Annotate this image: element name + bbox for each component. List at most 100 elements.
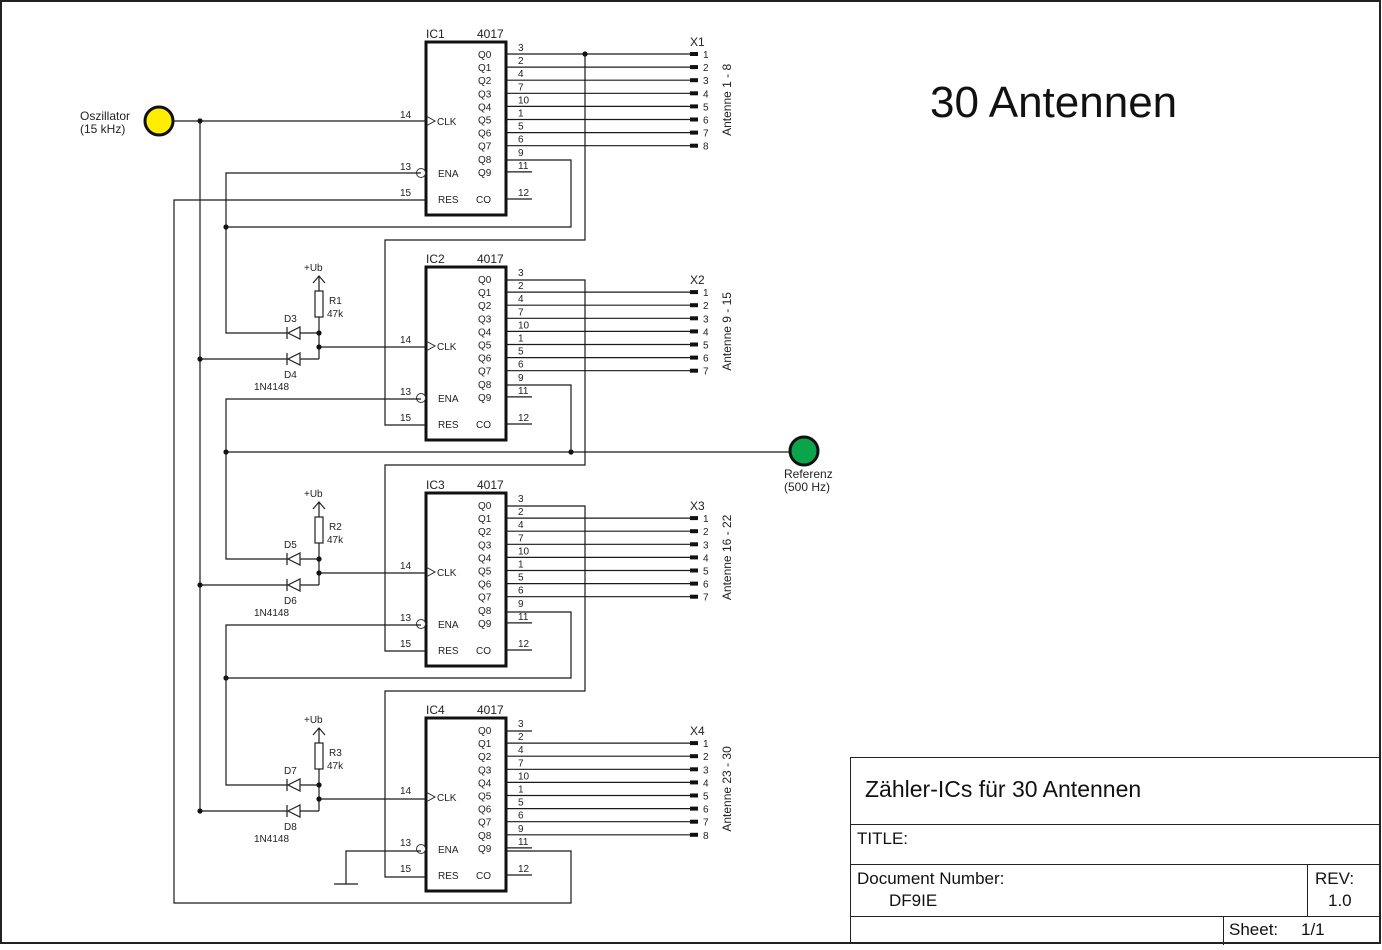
pin-name-q3: Q3 (478, 765, 492, 776)
pin-number: 12 (518, 639, 530, 650)
connector-pin-number: 7 (703, 593, 709, 604)
pin-number: 6 (518, 135, 524, 146)
pin-number: 14 (400, 110, 412, 121)
pin-number: 3 (518, 43, 524, 54)
diode-reference: D6 (284, 596, 297, 607)
reset-bus (173, 199, 572, 904)
connector-pin (690, 581, 698, 586)
antenna-group-label: Antenne 1 - 8 (720, 64, 734, 136)
resistor-icon (314, 516, 324, 544)
connector-pin-number: 4 (703, 89, 709, 100)
clock-triangle-icon (425, 340, 437, 352)
pin-name-q7: Q7 (478, 367, 492, 378)
connector-pin-number: 1 (703, 50, 709, 61)
pin-name-q5: Q5 (478, 792, 492, 803)
pin-name-ena: ENA (438, 620, 459, 631)
pin-name-q8: Q8 (478, 606, 492, 617)
diode-icon (286, 326, 301, 340)
document-row: Document Number: DF9IE REV: 1.0 (851, 864, 1381, 917)
inverting-bubble-icon (416, 393, 426, 403)
pin-number: 13 (400, 162, 412, 173)
ic4-ena-ground (345, 850, 421, 884)
pin-number: 15 (400, 864, 412, 875)
connector-pin (690, 568, 698, 573)
doc-number-value: DF9IE (889, 891, 938, 910)
connector-pin (690, 542, 698, 547)
ic-ic2-body (424, 265, 508, 442)
pin-number: 10 (518, 771, 530, 782)
connector-pin-number: 5 (703, 341, 709, 352)
connector-pin (690, 303, 698, 308)
pin-number: 9 (518, 373, 524, 384)
diode-icon (286, 578, 301, 592)
ic3-ena-line (225, 624, 421, 786)
pin-name-res: RES (438, 195, 459, 206)
pin-number: 11 (518, 837, 529, 848)
connector-pin-number: 6 (703, 116, 709, 127)
connector-pin (690, 793, 698, 798)
resistor-value: 47k (327, 761, 344, 772)
title-block: Zähler-ICs für 30 Antennen TITLE: Docume… (850, 757, 1381, 945)
pin-name-q9: Q9 (478, 844, 492, 855)
connector-pin (690, 130, 698, 135)
connector-pin (690, 91, 698, 96)
connector-pin (690, 52, 698, 56)
pin-number: 9 (518, 148, 524, 159)
connector-pin-number: 4 (703, 327, 709, 338)
resistor-reference: R2 (329, 522, 342, 533)
pin-name-q0: Q0 (478, 501, 492, 512)
pin-number: 2 (518, 732, 524, 743)
reference-label: Referenz (784, 467, 833, 481)
connector-pin (690, 754, 698, 759)
pin-name-q6: Q6 (478, 580, 492, 591)
junction-dot (197, 356, 203, 362)
connector-pin (690, 741, 698, 746)
connector-pin-number: 2 (703, 752, 709, 763)
pin-name-q9: Q9 (478, 393, 492, 404)
pin-name-q4: Q4 (478, 102, 492, 113)
connector-pin (690, 819, 698, 824)
ic-part-number: 4017 (477, 703, 504, 717)
pin-number: 2 (518, 507, 524, 518)
pin-number: 1 (518, 785, 524, 796)
pin-number: 6 (518, 811, 524, 822)
connector-pin-number: 5 (703, 102, 709, 113)
pin-name-q7: Q7 (478, 142, 492, 153)
oscillator-frequency: (15 kHz) (80, 122, 125, 136)
pin-number: 4 (518, 745, 524, 756)
connector-pin (690, 594, 698, 599)
connector-pin (690, 806, 698, 811)
connector-pin-number: 1 (703, 739, 709, 750)
pin-name-co: CO (476, 646, 491, 657)
pin-name-q3: Q3 (478, 540, 492, 551)
ic-reference: IC3 (426, 478, 445, 492)
pin-number: 4 (518, 69, 524, 80)
ic-reference: IC2 (426, 252, 445, 266)
diode-reference: D3 (284, 314, 297, 325)
connector-pin-number: 3 (703, 314, 709, 325)
pin-number: 11 (518, 612, 529, 623)
resistor-reference: R1 (329, 296, 342, 307)
pin-number: 3 (518, 494, 524, 505)
ic-part-number: 4017 (477, 252, 504, 266)
connector-pin (690, 117, 698, 122)
diode-reference: D7 (284, 766, 297, 777)
connector-pin-number: 4 (703, 778, 709, 789)
connector-reference: X4 (690, 724, 705, 738)
ic-ic3-body (424, 491, 508, 668)
pin-number: 11 (518, 161, 529, 172)
pin-number: 3 (518, 719, 524, 730)
pin-number: 5 (518, 798, 524, 809)
rev-value: 1.0 (1328, 891, 1352, 910)
connector-pin-number: 6 (703, 354, 709, 365)
clock-triangle-icon (425, 791, 437, 803)
pin-name-ena: ENA (438, 394, 459, 405)
ic-part-number: 4017 (477, 478, 504, 492)
pin-name-q6: Q6 (478, 805, 492, 816)
connector-pin-number: 6 (703, 580, 709, 591)
pin-name-q2: Q2 (478, 752, 492, 763)
pin-number: 5 (518, 122, 524, 133)
resistor-reference: R3 (329, 748, 342, 759)
